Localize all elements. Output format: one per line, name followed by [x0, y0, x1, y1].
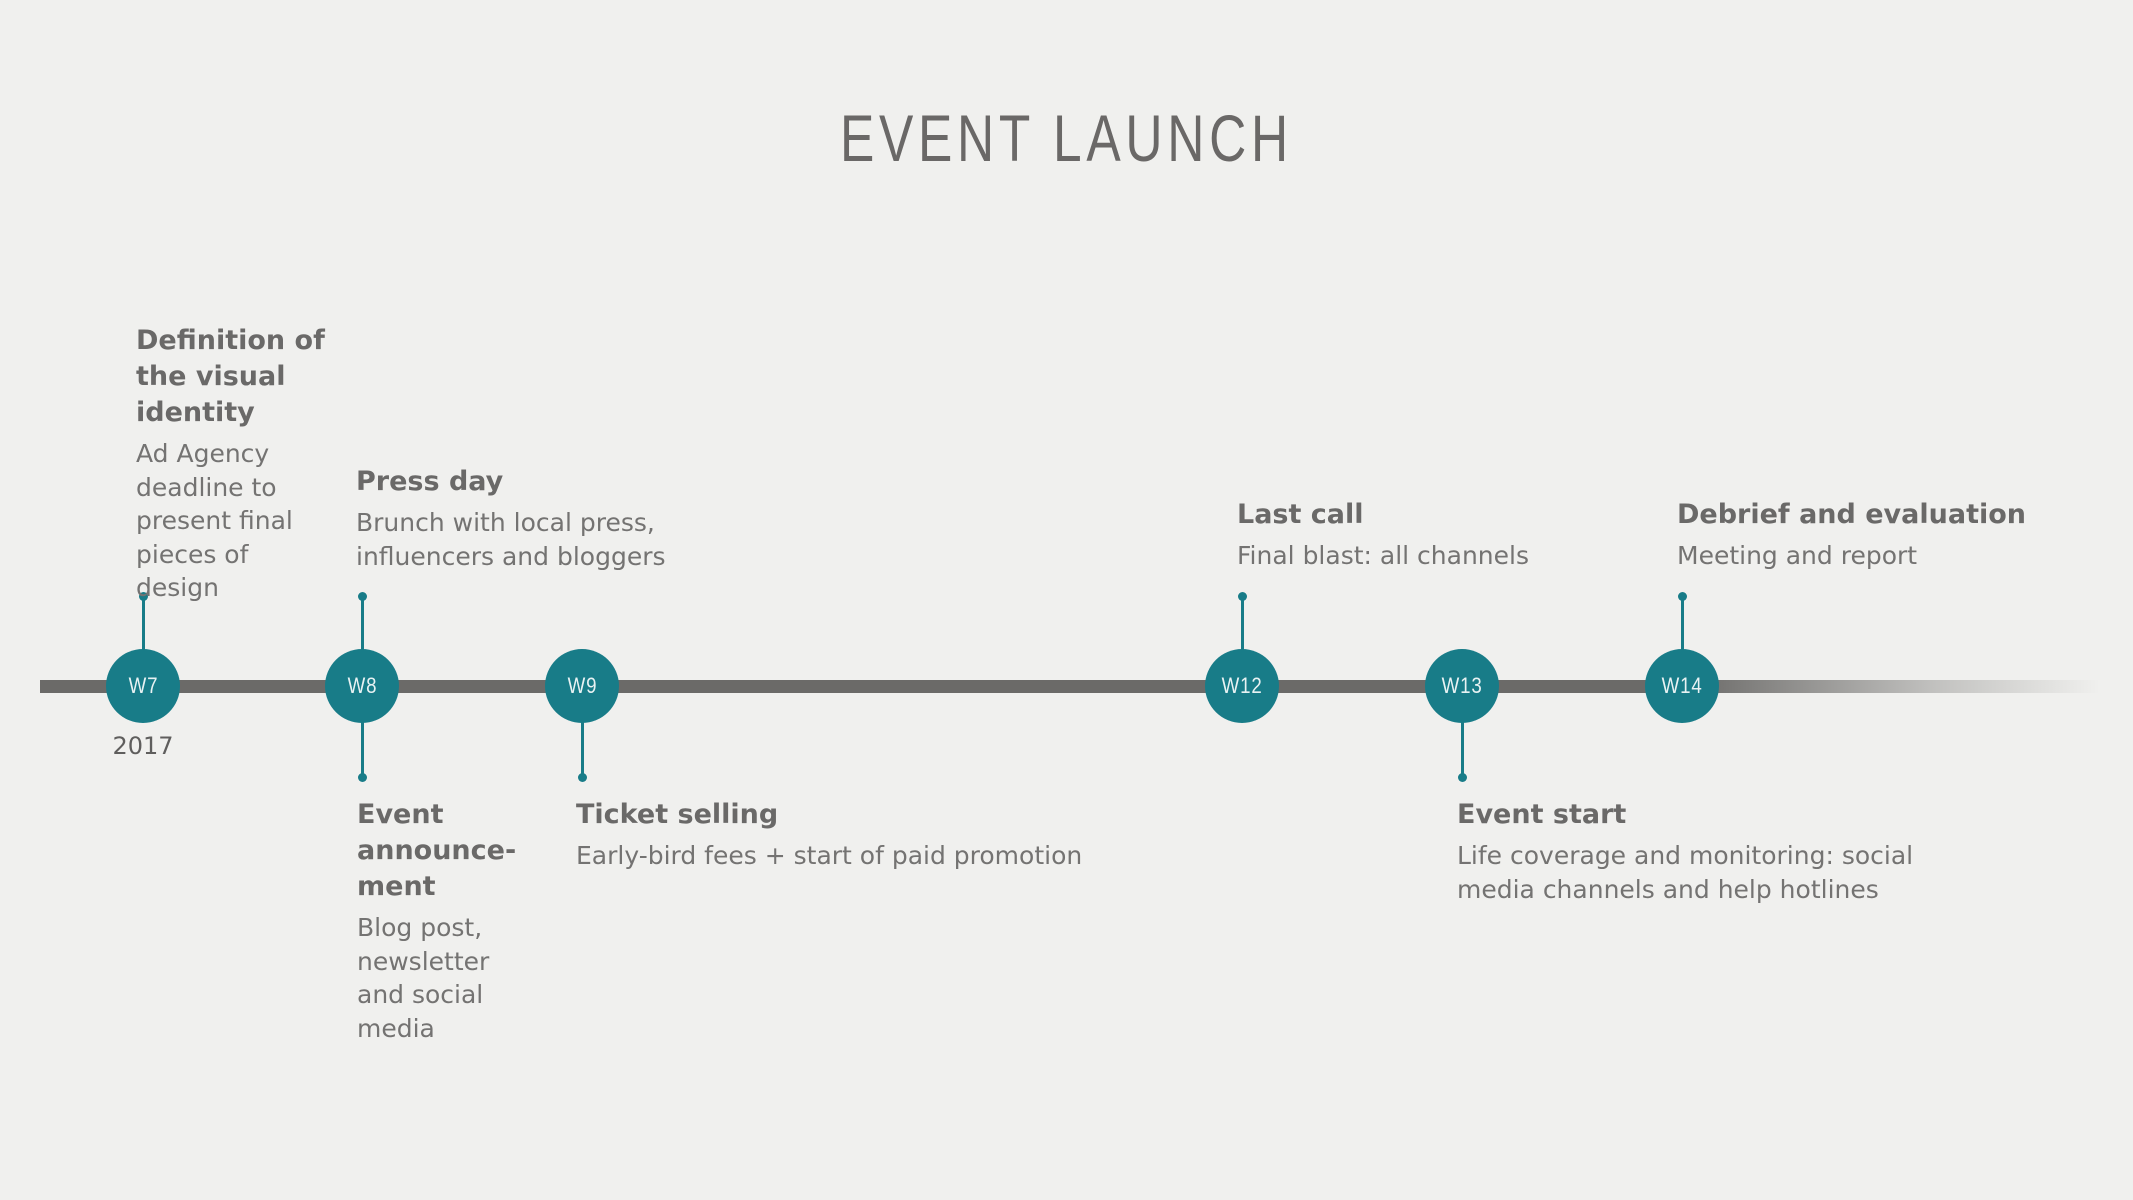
week-label: W8: [347, 673, 377, 698]
event-event-start: Event start Life coverage and monitoring…: [1457, 797, 1997, 906]
week-label: W9: [567, 673, 597, 698]
event-last-call: Last call Final blast: all channels: [1237, 497, 1637, 573]
connector-w12-up: [1240, 596, 1244, 652]
week-label: W13: [1441, 673, 1483, 698]
connector-dot: [357, 773, 367, 782]
connector-dot: [577, 773, 587, 782]
start-year: 2017: [112, 732, 174, 760]
event-description: Brunch with local press, influencers and…: [356, 508, 666, 571]
event-title: Press day: [356, 466, 504, 497]
connector-dot: [357, 592, 367, 601]
page-title: EVENT LAUNCH: [839, 101, 1293, 175]
connector-dot: [1237, 592, 1247, 601]
event-description: Ad Agency deadline to present final piec…: [136, 439, 293, 602]
event-announcement: Event announce-ment Blog post, newslette…: [357, 797, 537, 1045]
connector-w13-down: [1460, 722, 1464, 777]
week-label: W14: [1661, 673, 1703, 698]
event-title: Event announce-ment: [357, 799, 517, 902]
week-node-w13: W13: [1425, 649, 1499, 723]
event-debrief: Debrief and evaluation Meeting and repor…: [1677, 497, 2097, 573]
connector-w14-up: [1680, 596, 1684, 652]
event-description: Blog post, newsletter and social media: [357, 913, 490, 1043]
connector-dot: [1457, 773, 1467, 782]
event-description: Final blast: all channels: [1237, 541, 1530, 570]
event-press-day: Press day Brunch with local press, influ…: [356, 464, 796, 573]
week-node-w8: W8: [325, 649, 399, 723]
event-title: Definition of the visual identity: [136, 325, 325, 428]
event-visual-identity: Definition of the visual identity Ad Age…: [136, 323, 336, 605]
connector-dot: [138, 592, 148, 601]
event-description: Life coverage and monitoring: social med…: [1457, 841, 1914, 904]
week-node-w14: W14: [1645, 649, 1719, 723]
week-node-w12: W12: [1205, 649, 1279, 723]
event-title: Last call: [1237, 499, 1364, 530]
connector-dot: [1677, 592, 1687, 601]
connector-w9-down: [580, 722, 584, 777]
week-node-w9: W9: [545, 649, 619, 723]
event-description: Meeting and report: [1677, 541, 1918, 570]
event-title: Event start: [1457, 799, 1627, 830]
connector-w8-up: [360, 596, 364, 652]
event-ticket-selling: Ticket selling Early-bird fees + start o…: [576, 797, 1136, 873]
week-label: W7: [128, 673, 158, 698]
week-node-w7: W7: [106, 649, 180, 723]
event-title: Ticket selling: [576, 799, 779, 830]
connector-w7-up: [141, 596, 145, 652]
connector-w8-down: [360, 722, 364, 777]
event-description: Early-bird fees + start of paid promotio…: [576, 841, 1083, 870]
week-label: W12: [1221, 673, 1263, 698]
event-title: Debrief and evaluation: [1677, 499, 2027, 530]
